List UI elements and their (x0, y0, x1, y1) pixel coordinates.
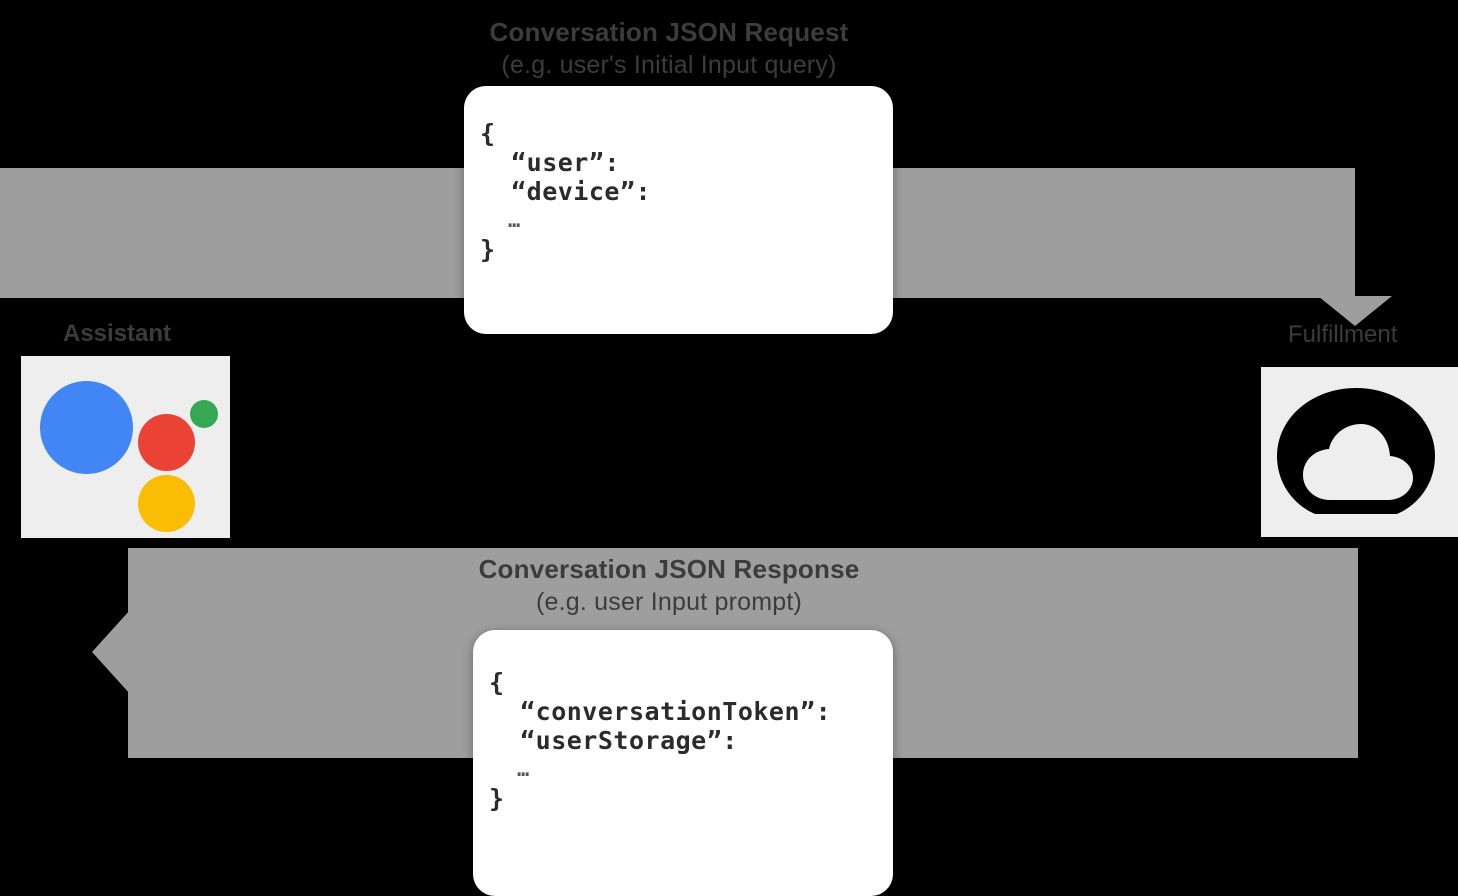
response-json-line-3: … (489, 757, 532, 781)
request-json-card: { “user”: “device”: … } (464, 86, 893, 334)
request-label-line2: (e.g. user's Initial Input query) (501, 51, 837, 80)
response-flow-label: Conversation JSON Response (e.g. user In… (379, 553, 959, 618)
request-flow-label: Conversation JSON Request (e.g. user's I… (379, 16, 959, 81)
request-arrowhead-icon (1318, 296, 1392, 326)
response-label-line1: Conversation JSON Response (478, 554, 860, 584)
request-json-line-1: “user”: (480, 148, 620, 177)
response-json-line-4: } (489, 784, 505, 813)
diagram-canvas: Conversation JSON Request (e.g. user's I… (0, 16, 1458, 896)
request-json-line-0: { (480, 119, 496, 148)
assistant-dot-green-icon (190, 400, 218, 428)
response-label-line2: (e.g. user Input prompt) (535, 588, 803, 617)
response-json-card: { “conversationToken”: “userStorage”: … … (473, 630, 893, 896)
request-json-line-3: … (480, 208, 523, 232)
request-json-line-2: “device”: (480, 177, 652, 206)
assistant-dot-red-icon (138, 414, 195, 471)
response-json-line-2: “userStorage”: (489, 726, 738, 755)
cloud-icon (1277, 388, 1435, 514)
assistant-dot-yellow-icon (138, 475, 195, 532)
response-json-line-1: “conversationToken”: (489, 697, 832, 726)
fulfillment-caption: Fulfillment (1288, 321, 1398, 348)
request-json-line-4: } (480, 235, 496, 264)
assistant-dot-blue-icon (40, 381, 133, 474)
response-json-line-0: { (489, 668, 505, 697)
response-arrowhead-icon (92, 610, 130, 694)
request-label-line1: Conversation JSON Request (489, 17, 849, 47)
assistant-caption: Assistant (63, 320, 172, 347)
